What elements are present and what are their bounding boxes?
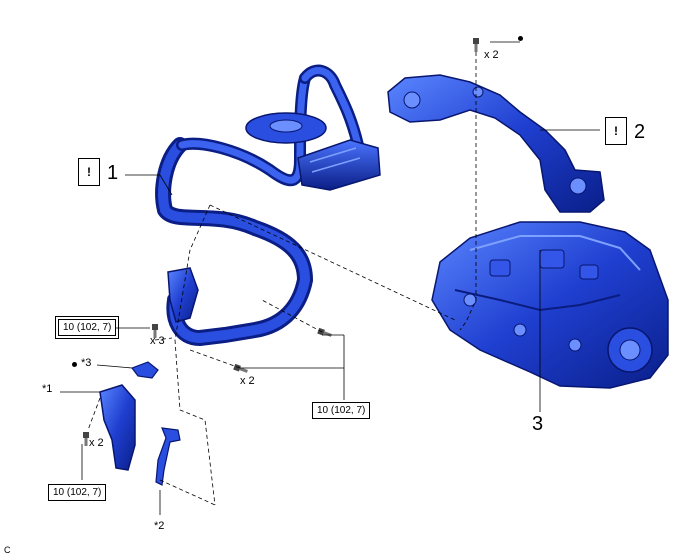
label-item-2: 2 bbox=[634, 121, 646, 143]
label-item-1: 1 bbox=[107, 162, 119, 184]
bolt-note-dot-top bbox=[518, 36, 523, 41]
bracket-star2 bbox=[155, 427, 181, 486]
pipe-assembly bbox=[155, 64, 381, 347]
corner-code: C bbox=[4, 545, 11, 555]
leader-lines bbox=[60, 41, 600, 515]
alignment-lines bbox=[87, 52, 477, 506]
torque-spec-bottom: 10 (102, 7) bbox=[48, 484, 107, 501]
label-star3: *3 bbox=[81, 357, 92, 369]
bracket-star1 bbox=[99, 384, 136, 471]
compressor-bracket bbox=[387, 74, 605, 213]
compressor-assembly bbox=[431, 221, 669, 389]
label-star1: *1 bbox=[42, 383, 53, 395]
clip-star3 bbox=[131, 361, 159, 379]
caution-box-item-1: ! bbox=[78, 158, 100, 186]
label-star2: *2 bbox=[154, 520, 165, 532]
note-dot-star3 bbox=[72, 362, 77, 367]
torque-spec-left: 10 (102, 7) bbox=[54, 316, 120, 339]
torque-spec-right: 10 (102, 7) bbox=[312, 402, 371, 419]
bolts bbox=[83, 38, 479, 446]
label-item-3: 3 bbox=[532, 413, 544, 435]
qty-bracket-bolt-top: x 2 bbox=[484, 49, 499, 61]
qty-pipe-bolt-mid: x 2 bbox=[240, 375, 255, 387]
caution-box-item-2: ! bbox=[605, 117, 627, 145]
qty-bracket-bolt-lower: x 2 bbox=[89, 437, 104, 449]
qty-pipe-bolt-left: x 3 bbox=[150, 335, 165, 347]
